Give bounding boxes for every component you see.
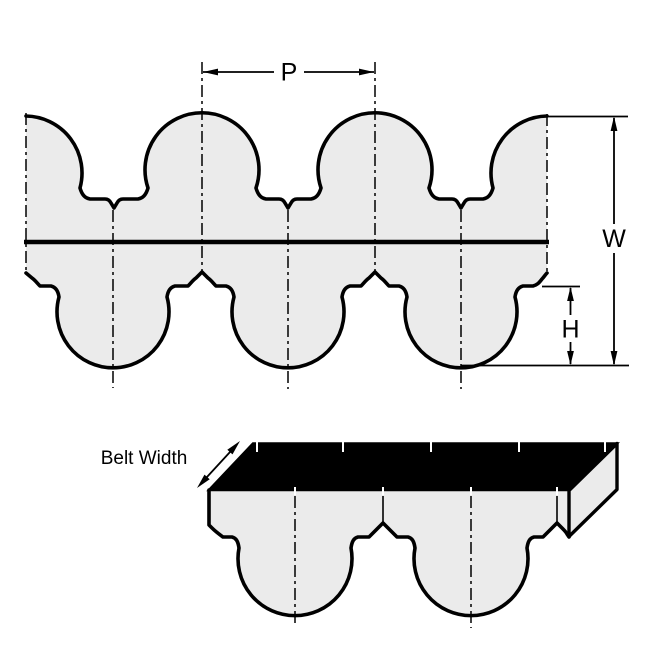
- belt-isometric-view: Belt Width: [101, 441, 620, 628]
- bottom-tooth-profile: [24, 270, 549, 370]
- tooth-height-dimension: H: [542, 285, 580, 365]
- overall-width-dimension: W: [461, 115, 629, 367]
- h-arrow-up: [567, 287, 574, 301]
- belt-width-dimension: Belt Width: [101, 441, 240, 488]
- belt-width-arrow-upper: [227, 441, 240, 455]
- h-arrow-down: [567, 351, 574, 365]
- belt-width-label: Belt Width: [101, 448, 188, 469]
- pitch-label: P: [281, 59, 298, 87]
- belt-3d-top-face: [206, 442, 620, 492]
- belt-3d-front-fill: [209, 490, 569, 616]
- belt-cross-section-view: P W H: [24, 59, 629, 389]
- p-arrow-right: [359, 68, 374, 76]
- pitch-dimension: P: [203, 59, 374, 87]
- tooth-height-label: H: [561, 316, 579, 344]
- top-face-back-edge-ticks: [256, 442, 606, 452]
- belt-3d-front-profile: [207, 488, 571, 618]
- w-arrow-up: [610, 116, 618, 131]
- belt-width-arrow-lower: [197, 474, 210, 488]
- top-tooth-profile: [24, 111, 549, 210]
- top-face-front-edge-ticks: [294, 487, 558, 495]
- w-arrow-down: [610, 351, 618, 366]
- p-arrow-left: [203, 68, 218, 76]
- overall-width-label: W: [602, 225, 626, 253]
